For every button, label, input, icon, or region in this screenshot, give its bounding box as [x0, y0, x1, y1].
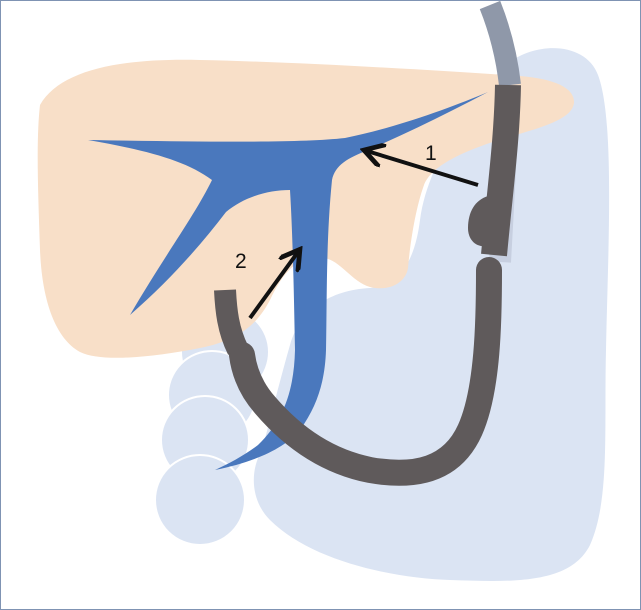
arrow-1-label: 1: [425, 142, 437, 165]
arrow-2-label: 2: [235, 250, 247, 273]
cholangioscope-tip: [225, 290, 238, 350]
endoscope-upper-segment: [494, 85, 508, 255]
endoscope-shaft-proximal: [490, 5, 510, 85]
